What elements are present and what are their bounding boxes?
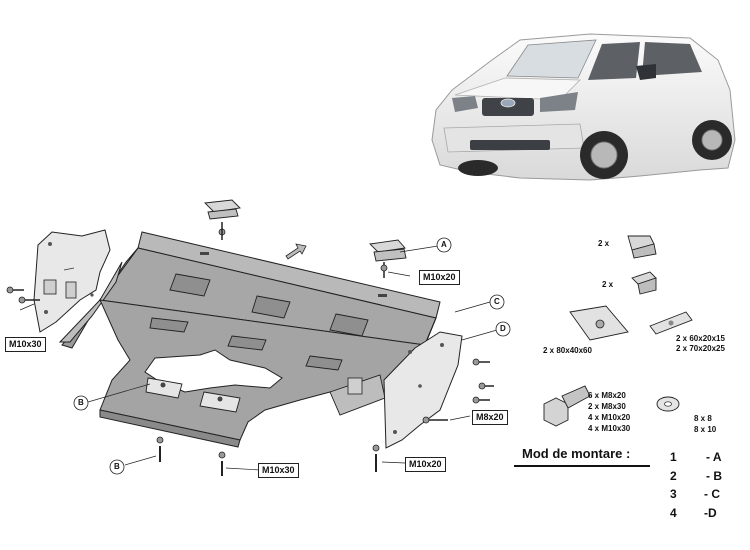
main-skid-plate [58, 231, 441, 448]
callout-d: D [500, 324, 506, 333]
mounting-step-number: 4 [670, 506, 677, 520]
mounting-order-underline [514, 465, 650, 467]
left-side-bracket [33, 229, 111, 333]
parts-z-bracket [631, 271, 657, 295]
parts-qty-bolt-m10x20: 4 x M10x20 [588, 413, 631, 422]
parts-angle-bracket [627, 235, 657, 259]
mounting-step-number: 1 [670, 450, 677, 464]
mounting-order-title: Mod de montare : [522, 446, 631, 461]
callout-b-lower: B [114, 462, 120, 471]
parts-washer [656, 396, 680, 412]
parts-hex-bolt [543, 385, 591, 427]
leader-lines [87, 245, 498, 471]
parts-qty-washer-10: 8 x 10 [694, 425, 717, 434]
parts-qty-washer-8: 8 x 8 [694, 414, 712, 423]
parts-qty-plate-70x20x25: 2 x 70x20x25 [676, 344, 725, 353]
parts-flat-plate [649, 311, 693, 335]
right-side-bracket [383, 331, 463, 449]
parts-qty-bolt-m8x30: 2 x M8x30 [588, 402, 626, 411]
parts-qty-angle-bracket: 2 x [598, 239, 610, 248]
mounting-step-letter: -D [704, 506, 717, 520]
mounting-step-letter: - B [706, 469, 722, 483]
bolt-label-right: M8x20 [472, 410, 508, 425]
mounting-step-number: 2 [670, 469, 677, 483]
parts-qty-plate-60x20x15: 2 x 60x20x15 [676, 334, 725, 343]
callout-circles [73, 237, 511, 475]
car-image [431, 33, 736, 181]
callout-a: A [441, 240, 447, 249]
right-bolt-set [422, 358, 494, 424]
bolt-label-left: M10x30 [5, 337, 46, 352]
left-bolt-set [6, 286, 40, 311]
parts-qty-bolt-m8x20: 6 x M8x20 [588, 391, 626, 400]
direction-arrow-icon [285, 243, 307, 260]
callout-c: C [494, 297, 500, 306]
parts-plate-80x40x60 [569, 305, 629, 341]
parts-qty-z-bracket: 2 x [602, 280, 614, 289]
mounting-step-number: 3 [670, 487, 677, 501]
mounting-step-letter: - C [704, 487, 720, 501]
top-center-bracket [204, 199, 241, 240]
top-right-bracket [369, 239, 407, 278]
callout-b-upper: B [78, 398, 84, 407]
bolt-label-bottom-center: M10x30 [258, 463, 299, 478]
bolt-label-top-right: M10x20 [419, 270, 460, 285]
mounting-step-letter: - A [706, 450, 722, 464]
parts-qty-plate-80x40x60: 2 x 80x40x60 [543, 346, 592, 355]
bottom-bolt-set [156, 436, 380, 476]
parts-qty-bolt-m10x30: 4 x M10x30 [588, 424, 631, 433]
bolt-label-bottom-right: M10x20 [405, 457, 446, 472]
